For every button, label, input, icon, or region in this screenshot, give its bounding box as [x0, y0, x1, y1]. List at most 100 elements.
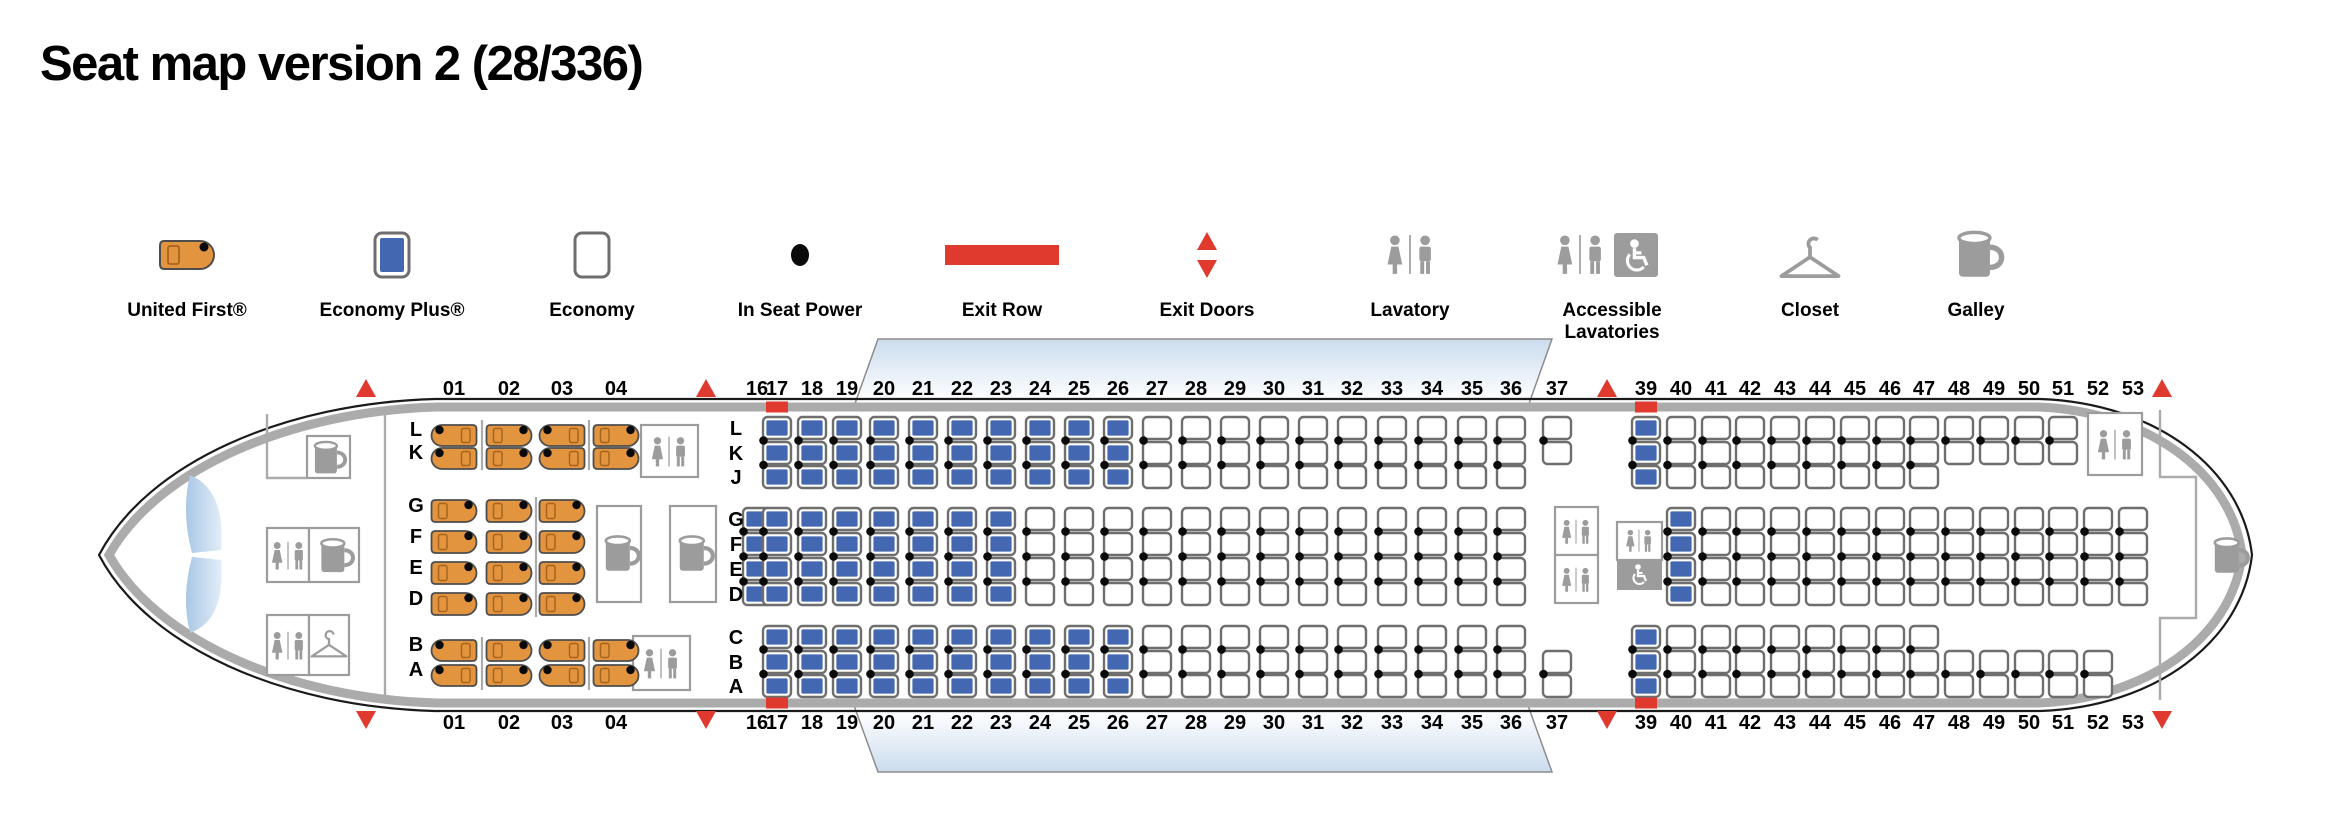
seat-25G[interactable]: [1063, 506, 1095, 532]
seat-01L[interactable]: [430, 424, 478, 447]
seat-28A[interactable]: [1180, 673, 1212, 699]
seat-03F[interactable]: [538, 530, 586, 554]
seat-28L[interactable]: [1180, 415, 1212, 441]
seat-46J[interactable]: [1874, 464, 1906, 490]
seat-43C[interactable]: [1769, 624, 1801, 650]
seat-22K[interactable]: [946, 440, 978, 466]
seat-03K[interactable]: [538, 447, 586, 470]
seat-02L[interactable]: [485, 424, 533, 447]
seat-19L[interactable]: [831, 415, 863, 441]
seat-21E[interactable]: [907, 556, 939, 582]
seat-40A[interactable]: [1665, 673, 1697, 699]
seat-47A[interactable]: [1908, 673, 1940, 699]
seat-23F[interactable]: [985, 531, 1017, 557]
seat-33K[interactable]: [1376, 440, 1408, 466]
seat-48D[interactable]: [1943, 581, 1975, 607]
seat-51F[interactable]: [2047, 531, 2079, 557]
seat-25J[interactable]: [1063, 464, 1095, 490]
seat-04A[interactable]: [592, 664, 640, 687]
seat-01A[interactable]: [430, 664, 478, 687]
seat-34E[interactable]: [1416, 556, 1448, 582]
seat-47K[interactable]: [1908, 440, 1940, 466]
seat-51G[interactable]: [2047, 506, 2079, 532]
seat-22D[interactable]: [946, 581, 978, 607]
seat-22G[interactable]: [946, 506, 978, 532]
seat-18J[interactable]: [796, 464, 828, 490]
seat-42B[interactable]: [1734, 649, 1766, 675]
seat-23B[interactable]: [985, 649, 1017, 675]
seat-44E[interactable]: [1804, 556, 1836, 582]
seat-40G[interactable]: [1665, 506, 1697, 532]
seat-01F[interactable]: [430, 530, 478, 554]
seat-36B[interactable]: [1495, 649, 1527, 675]
seat-23K[interactable]: [985, 440, 1017, 466]
seat-52A[interactable]: [2082, 673, 2114, 699]
seat-29J[interactable]: [1219, 464, 1251, 490]
seat-30E[interactable]: [1258, 556, 1290, 582]
seat-24C[interactable]: [1024, 624, 1056, 650]
seat-29K[interactable]: [1219, 440, 1251, 466]
seat-01D[interactable]: [430, 592, 478, 616]
seat-43B[interactable]: [1769, 649, 1801, 675]
seat-44C[interactable]: [1804, 624, 1836, 650]
seat-43L[interactable]: [1769, 415, 1801, 441]
seat-47G[interactable]: [1908, 506, 1940, 532]
seat-46L[interactable]: [1874, 415, 1906, 441]
seat-50L[interactable]: [2013, 415, 2045, 441]
seat-44K[interactable]: [1804, 440, 1836, 466]
seat-17C[interactable]: [761, 624, 793, 650]
seat-34L[interactable]: [1416, 415, 1448, 441]
seat-36E[interactable]: [1495, 556, 1527, 582]
seat-22E[interactable]: [946, 556, 978, 582]
seat-35C[interactable]: [1456, 624, 1488, 650]
seat-43G[interactable]: [1769, 506, 1801, 532]
seat-40K[interactable]: [1665, 440, 1697, 466]
seat-19B[interactable]: [831, 649, 863, 675]
seat-42F[interactable]: [1734, 531, 1766, 557]
seat-44F[interactable]: [1804, 531, 1836, 557]
seat-28G[interactable]: [1180, 506, 1212, 532]
seat-47L[interactable]: [1908, 415, 1940, 441]
seat-52F[interactable]: [2082, 531, 2114, 557]
seat-27F[interactable]: [1141, 531, 1173, 557]
seat-26F[interactable]: [1102, 531, 1134, 557]
seat-48E[interactable]: [1943, 556, 1975, 582]
seat-01E[interactable]: [430, 561, 478, 585]
seat-36C[interactable]: [1495, 624, 1527, 650]
seat-51D[interactable]: [2047, 581, 2079, 607]
seat-41E[interactable]: [1700, 556, 1732, 582]
seat-21B[interactable]: [907, 649, 939, 675]
seat-18L[interactable]: [796, 415, 828, 441]
seat-52G[interactable]: [2082, 506, 2114, 532]
seat-29G[interactable]: [1219, 506, 1251, 532]
seat-50B[interactable]: [2013, 649, 2045, 675]
seat-50A[interactable]: [2013, 673, 2045, 699]
seat-47B[interactable]: [1908, 649, 1940, 675]
seat-45E[interactable]: [1839, 556, 1871, 582]
seat-53E[interactable]: [2117, 556, 2149, 582]
seat-49L[interactable]: [1978, 415, 2010, 441]
seat-37B[interactable]: [1541, 649, 1573, 675]
seat-30J[interactable]: [1258, 464, 1290, 490]
seat-36G[interactable]: [1495, 506, 1527, 532]
seat-02K[interactable]: [485, 447, 533, 470]
seat-34J[interactable]: [1416, 464, 1448, 490]
seat-50E[interactable]: [2013, 556, 2045, 582]
seat-42G[interactable]: [1734, 506, 1766, 532]
seat-17F[interactable]: [761, 531, 793, 557]
seat-29F[interactable]: [1219, 531, 1251, 557]
seat-43K[interactable]: [1769, 440, 1801, 466]
seat-39C[interactable]: [1630, 624, 1662, 650]
seat-21A[interactable]: [907, 673, 939, 699]
seat-28E[interactable]: [1180, 556, 1212, 582]
seat-45A[interactable]: [1839, 673, 1871, 699]
seat-28J[interactable]: [1180, 464, 1212, 490]
seat-41K[interactable]: [1700, 440, 1732, 466]
seat-21J[interactable]: [907, 464, 939, 490]
seat-23E[interactable]: [985, 556, 1017, 582]
seat-26K[interactable]: [1102, 440, 1134, 466]
seat-19K[interactable]: [831, 440, 863, 466]
seat-04L[interactable]: [592, 424, 640, 447]
seat-24E[interactable]: [1024, 556, 1056, 582]
seat-26C[interactable]: [1102, 624, 1134, 650]
